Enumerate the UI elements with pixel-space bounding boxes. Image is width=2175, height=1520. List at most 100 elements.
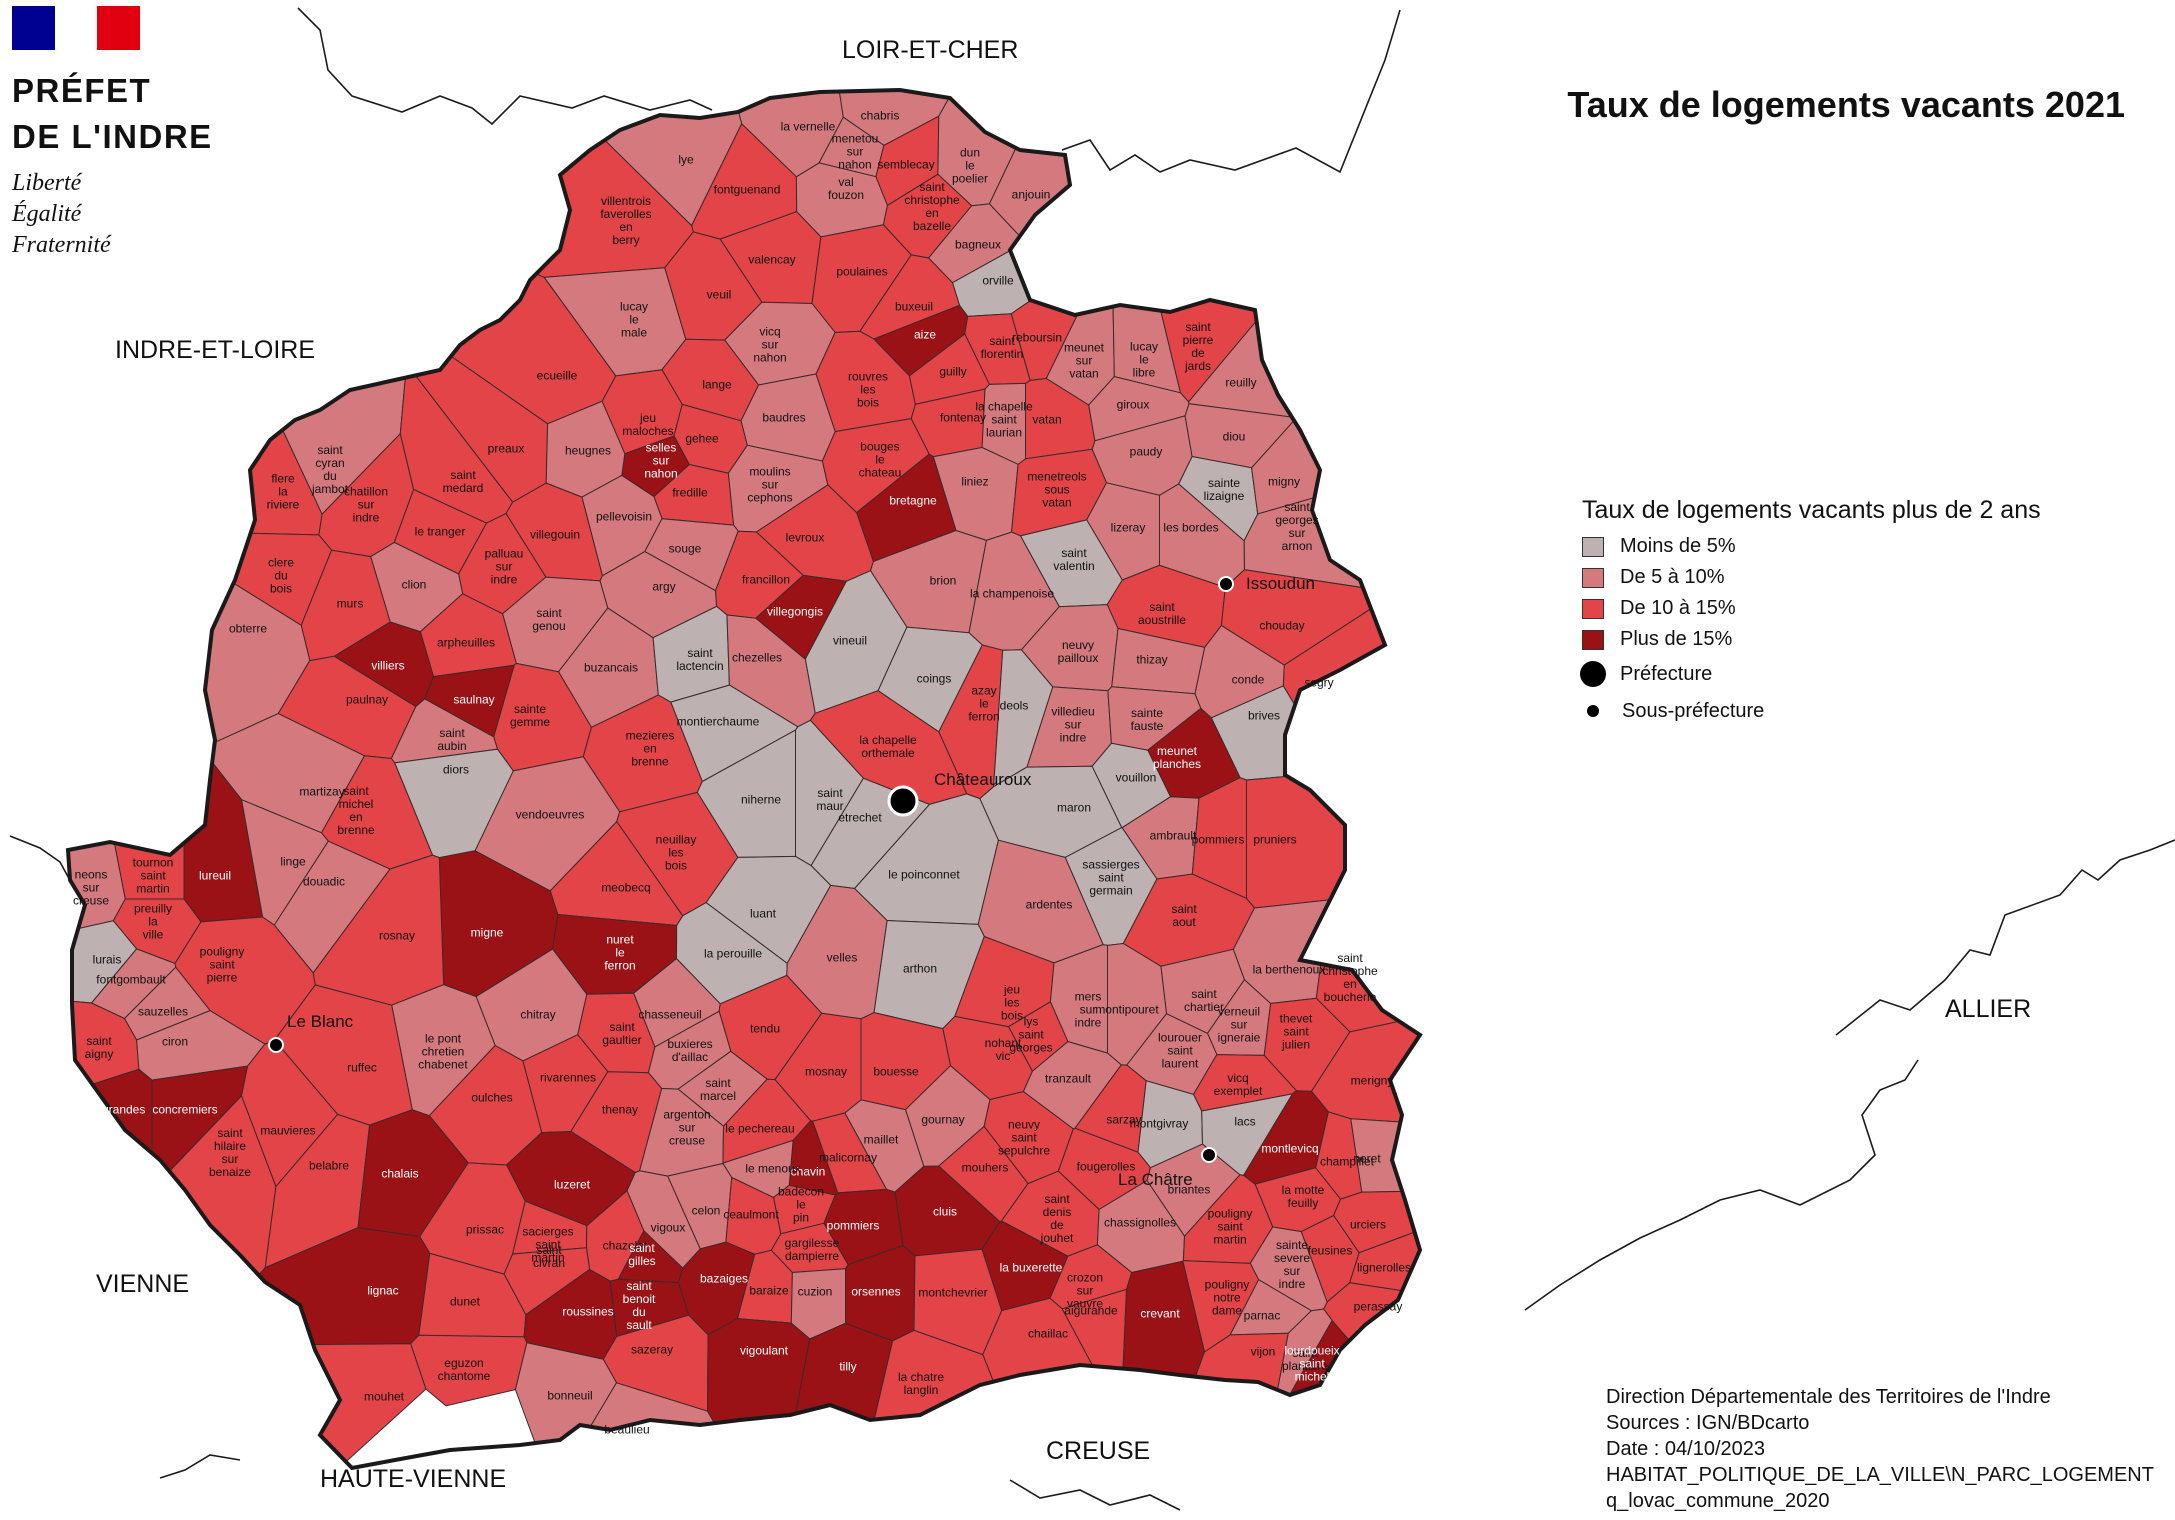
commune-label: malicornay [818, 1150, 878, 1165]
commune-label: luant [749, 906, 777, 921]
commune-label: lureuil [198, 868, 232, 883]
commune-label: sainte fauste [1130, 706, 1164, 733]
commune-label: champillet [1319, 1154, 1375, 1169]
commune-label: poulaines [836, 264, 888, 279]
commune-label: sainte lizaigne [1203, 476, 1245, 503]
commune-polygon [503, 1247, 591, 1316]
commune-label: lys saint georges [1009, 1014, 1053, 1055]
commune-label: vatan [1032, 412, 1062, 427]
commune-label: sassierges saint germain [1082, 857, 1140, 898]
commune-label: flere la riviere [266, 471, 300, 512]
commune-label: villiers [371, 658, 405, 673]
commune-label: chassignolles [1103, 1215, 1177, 1230]
commune-polygon [410, 1334, 528, 1407]
commune-label: lucay le male [619, 299, 649, 340]
commune-label: fontgombault [96, 972, 166, 987]
commune-label: saint georges sur arnon [1275, 500, 1319, 553]
commune-label: urciers [1349, 1217, 1387, 1232]
flag-white-band [54, 6, 98, 50]
commune-label: selles sur nahon [644, 440, 678, 481]
commune-label: saint denis de jouhet [1040, 1192, 1074, 1245]
commune-label: baraize [749, 1283, 789, 1298]
commune-label: meunet planches [1152, 744, 1202, 771]
commune-label: tendu [749, 1021, 781, 1036]
commune-label: concremiers [152, 1102, 218, 1117]
commune-label: montgivray [1129, 1116, 1189, 1131]
commune-label: orsennes [851, 1284, 901, 1299]
motto-liberte: Liberté [12, 170, 82, 196]
commune-label: fontenay [939, 410, 987, 425]
commune-label: liniez [961, 474, 989, 489]
commune-label: murs [336, 596, 364, 611]
commune-label: prissac [465, 1222, 505, 1237]
commune-label: clion [401, 577, 427, 592]
commune-label: preaux [487, 441, 525, 456]
neighbour-indre-et-loire: INDRE-ET-LOIRE [115, 336, 316, 364]
commune-label: reuilly [1225, 375, 1257, 390]
commune-label: ruffec [347, 1060, 377, 1075]
commune-label: la motte feuilly [1281, 1183, 1325, 1210]
commune-label: lourouer saint laurent [1157, 1030, 1203, 1071]
commune-label: lacs [1234, 1114, 1256, 1129]
commune-label: crevant [1140, 1306, 1180, 1321]
commune-label: lourdoueix saint michel [1284, 1343, 1340, 1384]
commune-label: saint marcel [699, 1076, 737, 1103]
commune-label: saint valentin [1053, 546, 1095, 573]
commune-polygon [68, 458, 126, 938]
flag-blue-band [12, 6, 55, 50]
commune-label: thizay [1136, 652, 1168, 667]
commune-label: cuzion [797, 1284, 833, 1299]
commune-label: vigoux [650, 1220, 686, 1235]
commune-label: conde [1231, 672, 1265, 687]
commune-label: meunet sur vatan [1063, 340, 1105, 381]
commune-label: lignac [367, 1283, 399, 1298]
commune-label: ceaulmont [723, 1207, 779, 1222]
commune-label: saint benoit du sault [622, 1279, 656, 1332]
neighbour-vienne: VIENNE [96, 1270, 190, 1298]
commune-label: ecueille [536, 368, 578, 383]
republic-flag [12, 6, 141, 50]
commune-label: saint aubin [437, 726, 467, 753]
commune-label: crozon sur vauvre [1066, 1270, 1104, 1311]
sousprefecture-marker-le-blanc [268, 1037, 284, 1053]
credits-line: Direction Départementale des Territoires… [1606, 1386, 2051, 1408]
commune-label: saint christophe en boucherie [1322, 951, 1378, 1004]
commune-label: lucay le libre [1129, 339, 1159, 380]
neighbour-haute-vienne: HAUTE-VIENNE [320, 1465, 507, 1493]
commune-label: brion [929, 573, 957, 588]
commune-label: vouillon [1115, 770, 1157, 785]
commune-label: rosnay [378, 928, 416, 943]
commune-label: brives [1247, 708, 1281, 723]
commune-label: linge [280, 854, 306, 869]
commune-label: perassay [1353, 1299, 1403, 1314]
commune-label: arthon [902, 961, 938, 976]
credits-line: Date : 04/10/2023 [1606, 1438, 1766, 1460]
commune-label: veuil [706, 287, 732, 302]
commune-label: celon [691, 1203, 721, 1218]
commune-label: palluau sur indre [484, 546, 524, 587]
commune-label: la perouille [703, 946, 763, 961]
commune-label: baudres [762, 410, 806, 425]
commune-label: saint aoustrille [1137, 600, 1187, 627]
legend-swatch [1582, 567, 1604, 588]
commune-label: gehee [685, 431, 719, 446]
flag-red-band [97, 6, 141, 50]
commune-label: deols [999, 698, 1029, 713]
commune-label: rivarennes [539, 1070, 597, 1085]
commune-label: pouligny saint pierre [199, 944, 245, 985]
commune-label: semblecay [877, 157, 935, 172]
commune-label: lizeray [1110, 520, 1146, 535]
commune-label: menetou sur nahon [831, 131, 879, 172]
legend-item-10-15: De 10 à 15% [1582, 593, 2041, 624]
commune-label: argy [652, 579, 676, 594]
commune-label: chasseneuil [638, 1007, 702, 1022]
commune-label: montchevrier [918, 1285, 988, 1300]
prefet-logo: PRÉFET DE L'INDRE Liberté Égalité Frater… [12, 6, 213, 261]
commune-label: maron [1056, 800, 1092, 815]
commune-label: souge [668, 541, 702, 556]
commune-label: villegouin [529, 527, 581, 542]
commune-label: ingrandes [92, 1102, 146, 1117]
sousprefecture-marker-issoudun [1218, 576, 1234, 592]
commune-label: badecon le pin [777, 1184, 825, 1225]
legend-title: Taux de logements vacants plus de 2 ans [1582, 496, 2041, 524]
